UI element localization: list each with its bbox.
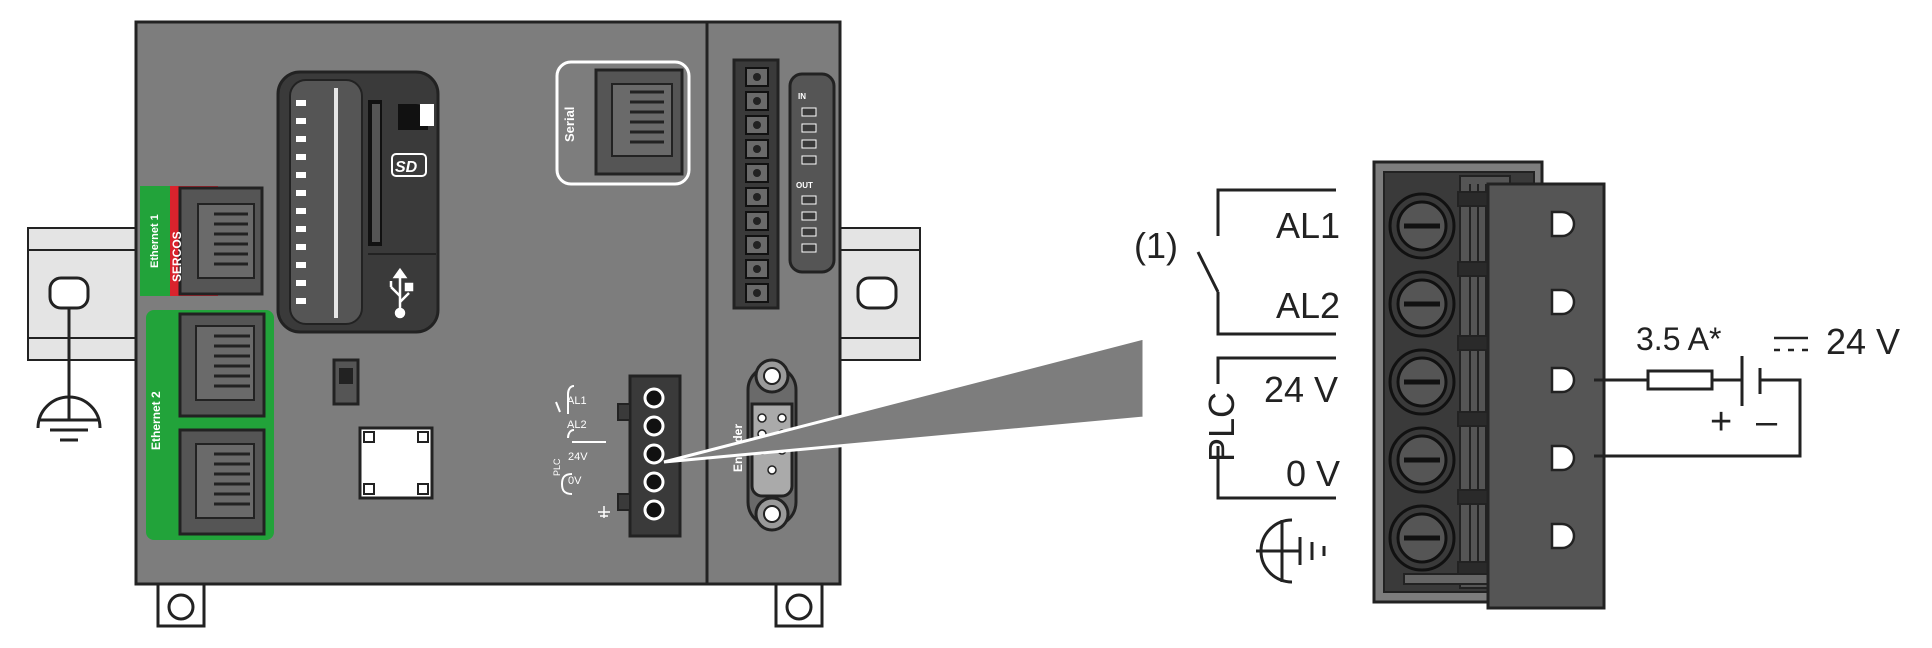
detail-plc-label: PLC: [1201, 392, 1242, 462]
mounting-foot-right: [774, 582, 824, 628]
power-connector-small[interactable]: AL1 AL2 PLC 24V 0V: [552, 374, 682, 538]
sd-logo-icon: SD: [391, 153, 427, 177]
ethernet2-port-block[interactable]: Ethernet 2: [146, 310, 274, 540]
status-and-card-module: SD: [276, 70, 440, 334]
note-marker: (1): [1134, 225, 1178, 266]
rail-slot-left: [48, 276, 90, 310]
detail-al1-label: AL1: [1276, 205, 1340, 246]
power-connector-detail[interactable]: [1372, 160, 1606, 610]
detail-24v-label: 24 V: [1264, 369, 1338, 410]
ground-symbol-left: [36, 308, 102, 442]
small-plc-label: PLC: [552, 458, 562, 476]
supply-wire-0v: [1594, 378, 1802, 458]
alarm-contact-top-line: [1216, 188, 1336, 236]
rail-slot-right: [856, 276, 898, 310]
alarm-contact-bottom-line: [1216, 292, 1336, 336]
ground-symbol-detail: [1256, 518, 1326, 584]
io-in-label: IN: [798, 92, 806, 101]
serial-label: Serial: [562, 107, 577, 142]
sd-logo-label: SD: [395, 159, 418, 176]
small-24v-label: 24V: [568, 451, 588, 463]
run-stop-switch[interactable]: [332, 358, 360, 406]
sercos-label: SERCOS: [170, 231, 184, 282]
ethernet2-label: Ethernet 2: [149, 391, 163, 450]
io-led-panel: IN OUT: [788, 72, 836, 274]
plc-bottom-line: [1216, 446, 1336, 500]
small-al1-label: AL1: [567, 395, 587, 407]
terminal-screws: [1388, 192, 1456, 572]
alarm-contact-switch: [1196, 251, 1220, 293]
usb-icon: [389, 267, 414, 319]
small-0v-label: 0V: [568, 475, 582, 487]
supply-voltage-label: 24 V: [1826, 321, 1900, 362]
ethernet1-port-block[interactable]: Ethernet 1 SERCOS: [140, 186, 264, 296]
detail-0v-label: 0 V: [1286, 453, 1340, 494]
io-terminal-strip[interactable]: [732, 58, 780, 310]
fuse-rating-label: 3.5 A*: [1636, 321, 1721, 357]
dc-symbol: [1774, 336, 1808, 352]
supply-minus-label: –: [1756, 401, 1778, 443]
status-led-column: [296, 100, 306, 304]
supply-plus-label: +: [1710, 401, 1732, 443]
fuse-symbol: [1646, 369, 1714, 391]
io-out-label: OUT: [796, 181, 813, 190]
supply-circuit: 3.5 A* 24 V + –: [1594, 321, 1900, 458]
ethernet1-label: Ethernet 1: [149, 214, 161, 268]
serial-port[interactable]: Serial: [555, 60, 691, 186]
zoom-callout: [663, 336, 1146, 464]
small-al2-label: AL2: [567, 419, 587, 431]
mounting-foot-left: [156, 582, 206, 628]
plc-top-line: [1216, 356, 1336, 384]
detail-wiring-view: (1) AL1 AL2 PLC 24 V 0 V: [1134, 188, 1340, 584]
identification-label: [358, 426, 434, 500]
detail-al2-label: AL2: [1276, 285, 1340, 326]
small-ground-icon: [598, 506, 610, 518]
wire-entry-holes: [1550, 210, 1576, 550]
